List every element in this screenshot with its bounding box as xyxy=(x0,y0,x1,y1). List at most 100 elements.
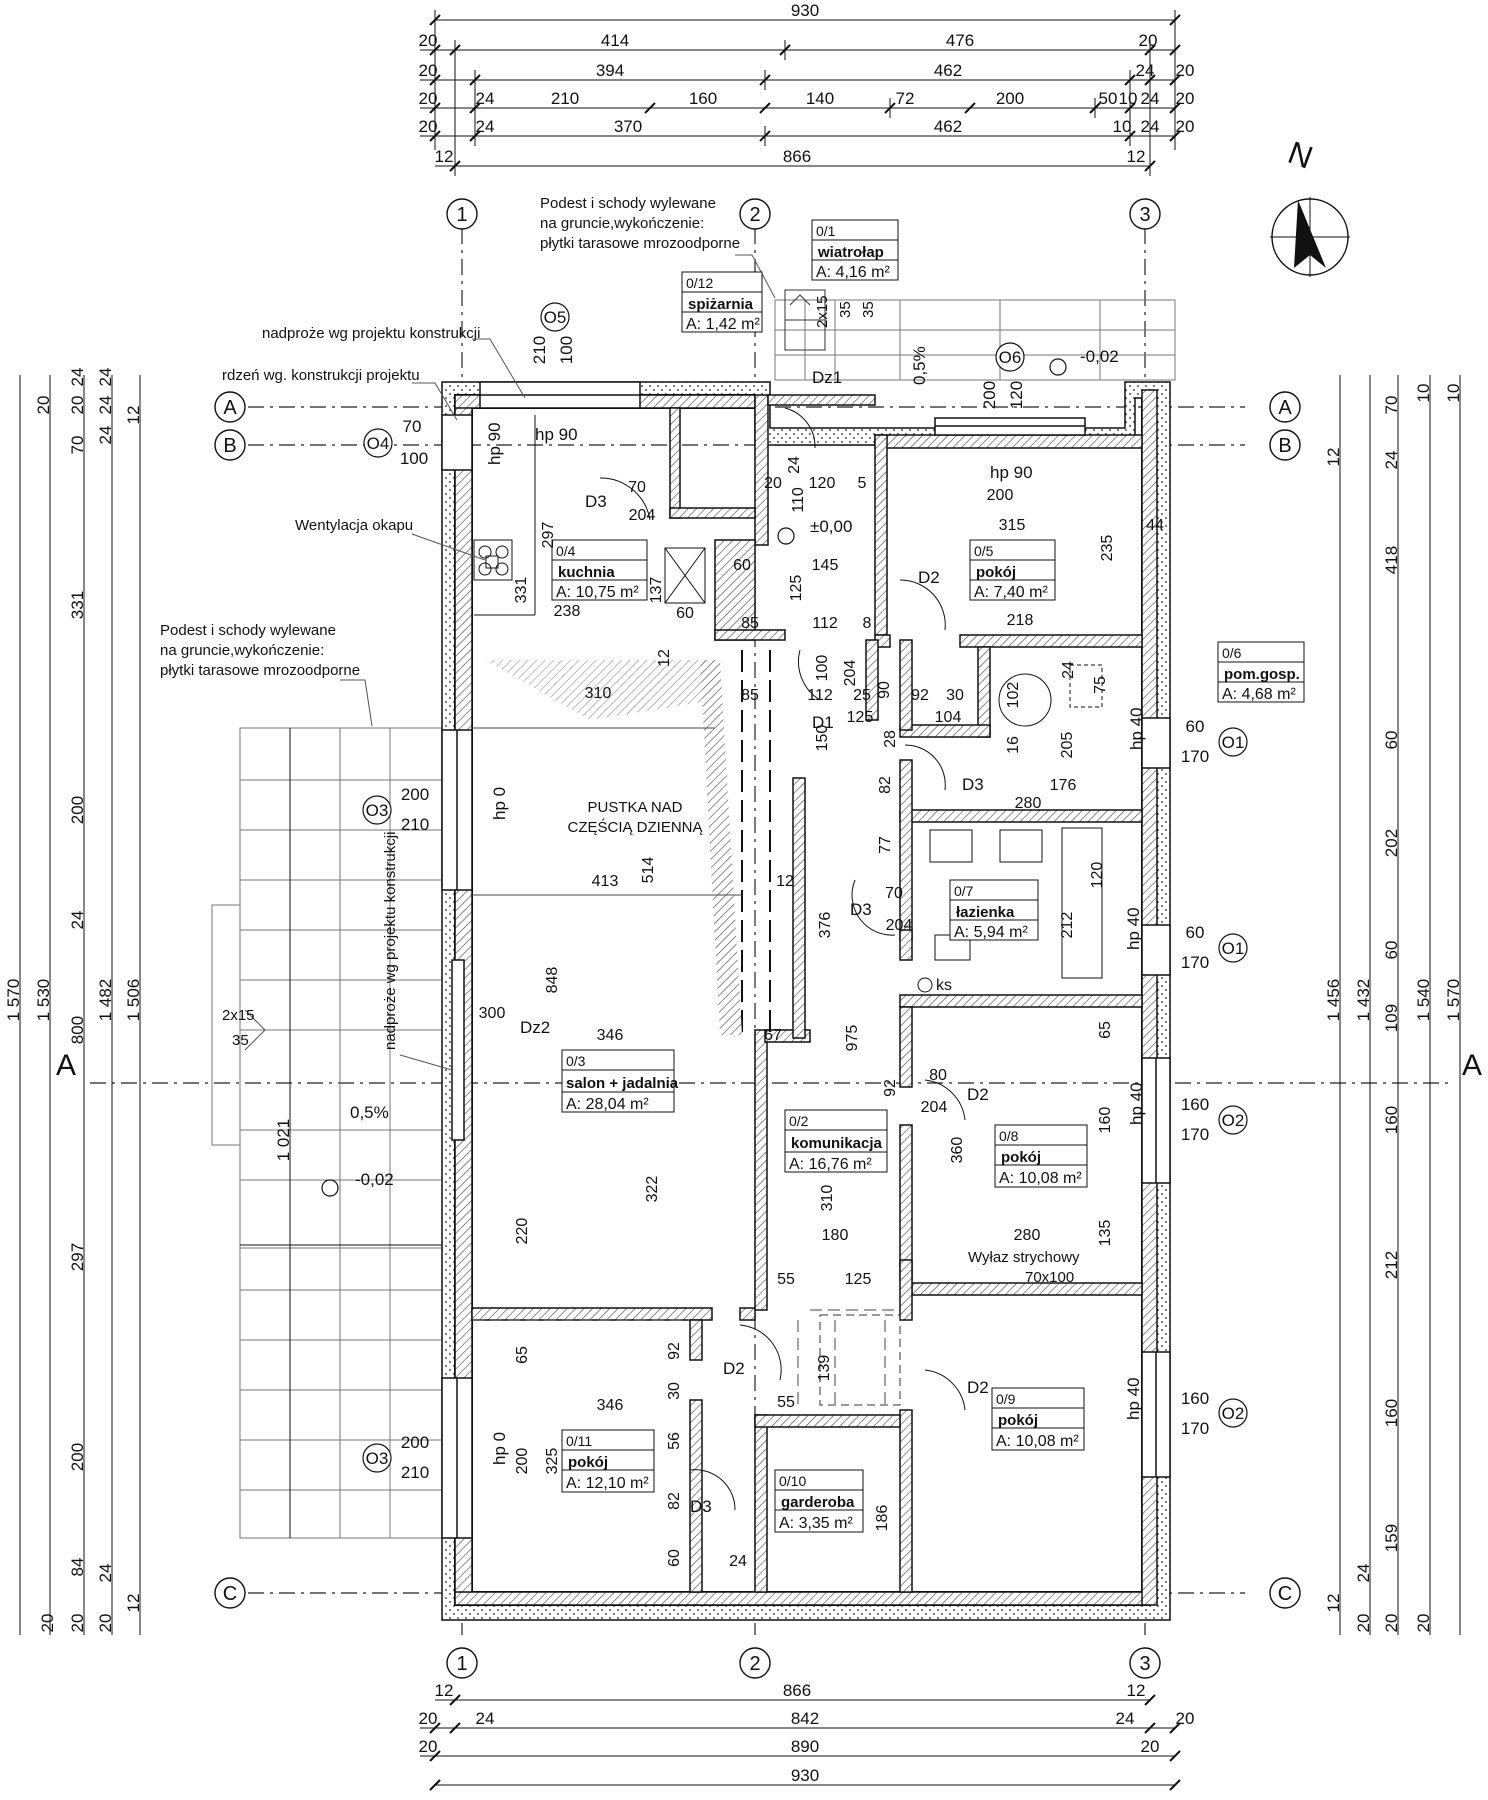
windows xyxy=(441,381,1171,1539)
window-tag-o6: O6 xyxy=(999,348,1022,367)
window-tags xyxy=(362,302,1248,1473)
top-dim-row4-3: 160 xyxy=(689,89,717,108)
door-d3-b: D3 xyxy=(962,775,984,794)
hood-vent-icon xyxy=(485,555,499,569)
idim-3: 5 xyxy=(858,475,867,492)
idim-51: 360 xyxy=(949,1137,966,1164)
room-0-4: 0/4 kuchnia A: 10,75 m² xyxy=(551,539,648,601)
axis-label-2-bottom: 2 xyxy=(749,1653,760,1675)
window-o2a-h: 170 xyxy=(1181,1125,1209,1144)
room-0-2-name: komunikacja xyxy=(791,1135,883,1152)
window-tag-o3-b: O3 xyxy=(366,1449,389,1468)
left-dim-1482: 1 482 xyxy=(96,979,115,1022)
left-dim-chain-3: 200 xyxy=(68,796,87,824)
idim-33: 82 xyxy=(877,776,894,794)
idim-54: 135 xyxy=(1097,1220,1114,1247)
axis-bubble-2-top xyxy=(739,198,771,230)
note-podest-top-3: płytki tarasowe mrozoodporne xyxy=(540,235,740,252)
idim-83: 204 xyxy=(842,660,859,687)
idim-86: ks xyxy=(936,977,952,994)
idim-38: 204 xyxy=(886,917,913,934)
sill-hp0-a: hp 0 xyxy=(490,787,509,820)
room-0-12-name: spiżarnia xyxy=(688,296,754,313)
top-dim-row4-7: 50 xyxy=(1099,89,1118,108)
sill-hp40-b: hp 40 xyxy=(1124,907,1143,950)
left-dim-chain2-2: 24 xyxy=(96,1564,115,1583)
room-0-8-name: pokój xyxy=(1001,1149,1041,1166)
right-dim-chain2-1: 10 xyxy=(1444,384,1463,403)
right-dim-chain2-4: 20 xyxy=(1414,1614,1433,1633)
note-wylaz-1: Wyłaz strychowy xyxy=(968,1249,1080,1266)
left-dim-chain3-0: 20 xyxy=(34,396,53,415)
window-o2b-h: 170 xyxy=(1181,1419,1209,1438)
note-nadproze-vertical: nadproże wg projektu konstrukcji xyxy=(382,832,399,1050)
top-dim-row5-2: 370 xyxy=(614,117,642,136)
right-dim-chain2-3: 20 xyxy=(1382,1614,1401,1633)
idim-42: 12 xyxy=(776,873,794,890)
idim-69: 82 xyxy=(666,1492,683,1510)
top-dim-row4-1: 24 xyxy=(476,89,495,108)
idim-47: 975 xyxy=(844,1025,861,1052)
door-d1: D1 xyxy=(812,713,834,732)
idim-37: 70 xyxy=(885,885,903,902)
idim-74: 55 xyxy=(777,1394,795,1411)
room-0-5-name: pokój xyxy=(976,564,1016,581)
idim-60: 322 xyxy=(644,1176,661,1203)
idim-31: 176 xyxy=(1050,777,1077,794)
bottom-dim-row1-1: 866 xyxy=(783,1681,811,1700)
door-d2-b: D2 xyxy=(967,1085,989,1104)
room-0-11-name: pokój xyxy=(568,1454,608,1471)
idim-49: 204 xyxy=(921,1099,948,1116)
idim-0: 70 xyxy=(628,479,646,496)
note-stairs-1: 2x15 xyxy=(222,1007,255,1024)
idim-32: 280 xyxy=(1015,795,1042,812)
note-stairs-2: 35 xyxy=(232,1032,249,1049)
idim-64: 200 xyxy=(514,1448,531,1475)
idim-55: 65 xyxy=(1097,1021,1114,1039)
bottom-dim-row2-3: 24 xyxy=(1116,1709,1135,1728)
idim-61: 220 xyxy=(514,1218,531,1245)
north-arrow: N xyxy=(1270,134,1350,277)
right-dim-1432: 1 432 xyxy=(1354,979,1373,1022)
top-dim-row3-1: 394 xyxy=(596,61,624,80)
axis-bubble-a-left xyxy=(214,391,246,423)
right-dim-chain2-2: 12 xyxy=(1324,448,1343,467)
idim-1: 204 xyxy=(629,507,656,524)
left-dim-chain-7: 297 xyxy=(68,1243,87,1271)
sill-hp0-b: hp 0 xyxy=(490,1432,509,1465)
window-o2a-w: 160 xyxy=(1181,1095,1209,1114)
top-dim-row5-6: 20 xyxy=(1176,117,1195,136)
idim-8: 125 xyxy=(788,575,805,602)
top-dim-row6-2: 12 xyxy=(1127,147,1146,166)
door-tags: Dz1 Dz2 D1 D2 D2 D2 D2 D3 D3 D3 D3 D3 xyxy=(520,368,989,1516)
void-lines-thin xyxy=(472,1309,900,1405)
void-hatch-top xyxy=(485,660,715,720)
left-dim-chain-8: 200 xyxy=(68,1443,87,1471)
note-podest-top-2: na gruncie,wykończenie: xyxy=(540,215,704,232)
room-0-8: 0/8 pokój A: 10,08 m² xyxy=(994,1124,1088,1188)
bottom-dim-row1-0: 12 xyxy=(435,1681,454,1700)
left-dimension-lines xyxy=(19,375,442,1635)
idim-11: 85 xyxy=(741,615,759,632)
level-markers xyxy=(321,358,1067,1197)
window-o4-w: 70 xyxy=(403,417,422,436)
note-pustka-1: PUSTKA NAD xyxy=(587,799,682,816)
left-dim-chain-9: 84 xyxy=(68,1558,87,1577)
bottom-dimension-ticks xyxy=(429,1694,1181,1791)
north-label: N xyxy=(1284,134,1318,176)
left-dim-chain3-2: 12 xyxy=(124,406,143,425)
top-dim-row1-0: 930 xyxy=(791,1,819,20)
idim-46: 67 xyxy=(764,1027,782,1044)
idim-75: 200 xyxy=(987,487,1014,504)
room-0-8-no: 0/8 xyxy=(999,1128,1019,1144)
room-0-1-area: A: 4,16 m² xyxy=(816,264,890,281)
note-podest-left-3: płytki tarasowe mrozoodporne xyxy=(160,662,360,679)
door-dz2-opening xyxy=(451,959,465,1141)
top-dim-row4-2: 210 xyxy=(551,89,579,108)
left-dim-chain2-0: 24 xyxy=(96,396,115,415)
terrace-left xyxy=(211,727,443,1539)
window-o1-lower xyxy=(1141,924,1171,976)
room-0-11-no: 0/11 xyxy=(566,1433,592,1449)
room-0-12-area: A: 1,42 m² xyxy=(686,316,760,333)
idim-9: 112 xyxy=(812,615,838,632)
